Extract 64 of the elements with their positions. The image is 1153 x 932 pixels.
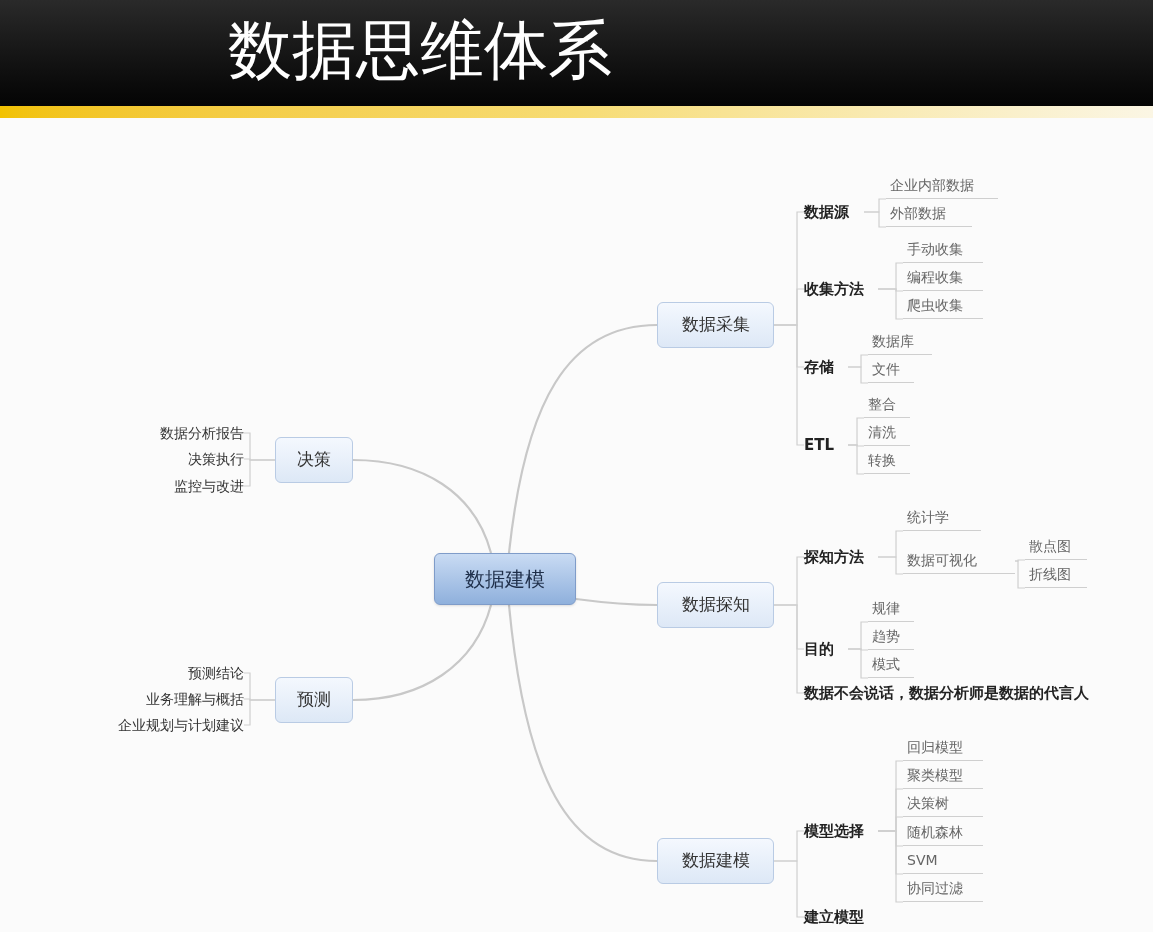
leaf-label: 折线图 <box>1025 562 1087 588</box>
leaf-label: 数据可视化 <box>903 548 1015 574</box>
connector-line <box>773 604 805 694</box>
leaf-label: 爬虫收集 <box>903 293 983 319</box>
connector-line <box>1014 560 1026 589</box>
leaf-label: 数据库 <box>868 329 932 355</box>
central-topic-box: 数据建模 <box>434 553 576 605</box>
leaf-label: 趋势 <box>868 624 914 650</box>
connector-line <box>863 211 887 228</box>
topic-box: 数据探知 <box>657 582 774 628</box>
leaf-label: 决策执行 <box>120 448 244 470</box>
leaf-label: 规律 <box>868 596 914 622</box>
leaf-label: 回归模型 <box>903 735 983 761</box>
topic-box: 数据采集 <box>657 302 774 348</box>
leaf-label: 监控与改进 <box>120 475 244 497</box>
branch-label: ETL <box>804 433 848 457</box>
connector-line <box>773 860 805 918</box>
leaf-label: 随机森林 <box>903 820 983 846</box>
leaf-label: 企业内部数据 <box>886 173 998 199</box>
leaf-label: 转换 <box>864 448 910 474</box>
connector-line <box>243 699 276 726</box>
leaf-label: 决策树 <box>903 791 983 817</box>
connector-line <box>877 288 904 320</box>
branch-label: 收集方法 <box>804 277 878 301</box>
branch-label: 数据不会说话，数据分析师是数据的代言人 <box>804 681 1149 705</box>
connector-line <box>507 604 658 863</box>
leaf-label: 企业规划与计划建议 <box>60 714 244 736</box>
branch-label: 数据源 <box>804 200 864 224</box>
topic-box: 决策 <box>275 437 353 483</box>
branch-label: 存储 <box>804 355 848 379</box>
leaf-label: 散点图 <box>1025 534 1087 560</box>
connector-line <box>847 648 869 679</box>
leaf-label: 数据分析报告 <box>120 422 244 444</box>
leaf-label: 业务理解与概括 <box>60 688 244 710</box>
topic-box: 预测 <box>275 677 353 723</box>
connector-line <box>847 366 869 384</box>
leaf-label: 整合 <box>864 392 910 418</box>
leaf-label: 模式 <box>868 652 914 678</box>
title: 数据思维体系 <box>228 12 612 89</box>
leaf-label: 统计学 <box>903 505 981 531</box>
branch-label: 建立模型 <box>804 905 878 929</box>
branch-label: 模型选择 <box>804 819 878 843</box>
leaf-label: 协同过滤 <box>903 876 983 902</box>
connector-line <box>243 459 276 487</box>
connector-line <box>1014 559 1026 562</box>
leaf-label: 外部数据 <box>886 201 972 227</box>
connector-line <box>507 323 658 554</box>
leaf-label: 编程收集 <box>903 265 983 291</box>
topic-box: 数据建模 <box>657 838 774 884</box>
connector-line <box>773 324 805 446</box>
leaf-label: 手动收集 <box>903 237 983 263</box>
connector-line <box>847 444 865 475</box>
leaf-label: 预测结论 <box>60 662 244 684</box>
connector-line <box>877 830 904 903</box>
connector-line <box>877 556 904 575</box>
connector-line <box>352 604 493 702</box>
leaf-label: SVM <box>903 848 983 874</box>
leaf-label: 文件 <box>868 357 914 383</box>
connector-line <box>352 458 493 554</box>
connector-line <box>575 597 657 607</box>
leaf-label: 清洗 <box>864 420 910 446</box>
leaf-label: 聚类模型 <box>903 763 983 789</box>
branch-label: 目的 <box>804 637 848 661</box>
branch-label: 探知方法 <box>804 545 878 569</box>
